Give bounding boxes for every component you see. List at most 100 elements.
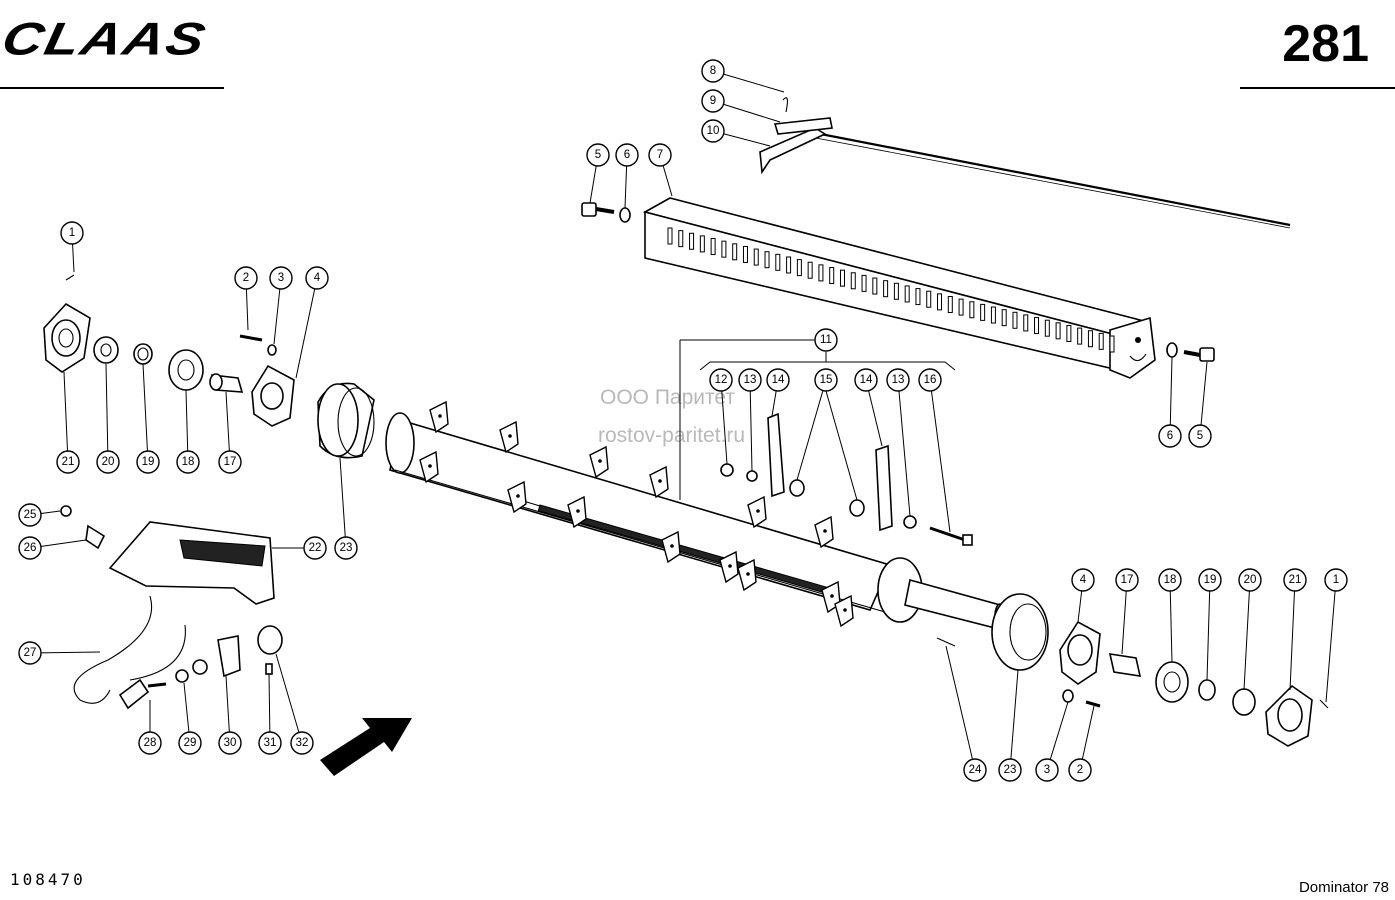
- comb-slot: [742, 245, 748, 263]
- comb-slot: [764, 251, 770, 269]
- left-bearing-stack: [43, 274, 295, 427]
- leader-line: [712, 100, 781, 123]
- callout-number: 14: [772, 374, 785, 386]
- comb-slot: [850, 272, 856, 290]
- flight-rivet: [428, 464, 432, 468]
- comb-slot: [1055, 322, 1061, 340]
- callout-4b: 4: [1071, 568, 1095, 592]
- watermark-url: rostov-paritet.ru: [598, 424, 746, 447]
- watermark-company: ООО Паритет: [600, 386, 736, 409]
- comb-slot: [990, 306, 996, 324]
- callout-18b: 18: [1158, 568, 1182, 592]
- leader-line: [1206, 579, 1211, 681]
- leader-line: [185, 389, 189, 463]
- callout-number: 17: [224, 456, 237, 468]
- comb-slot: [980, 303, 986, 321]
- header-rule-left: [0, 87, 224, 89]
- callout-7: 7: [648, 143, 672, 167]
- comb-slot: [872, 277, 878, 295]
- callout-number: 9: [710, 95, 716, 107]
- comb-slot: [1034, 317, 1040, 335]
- callout-1b: 1: [1324, 568, 1348, 592]
- callout-9: 9: [701, 89, 725, 113]
- callout-10: 10: [701, 119, 725, 143]
- callout-number: 1: [1333, 574, 1339, 586]
- comb-slot: [667, 227, 673, 245]
- comb-slot: [689, 232, 695, 250]
- callout-number: 31: [264, 737, 277, 749]
- comb-slot: [1044, 319, 1050, 337]
- callout-number: 10: [707, 125, 720, 137]
- comb-slot: [1001, 309, 1007, 327]
- callout-16: 16: [918, 368, 942, 392]
- callout-number: 3: [278, 272, 284, 284]
- callout-number: 21: [1289, 574, 1302, 586]
- callout-23a: 23: [334, 536, 358, 560]
- comb-slot: [710, 238, 716, 256]
- callout-number: 19: [142, 456, 155, 468]
- callout-2a: 2: [234, 266, 258, 290]
- leader-line: [1009, 669, 1019, 771]
- callout-20a: 20: [96, 450, 120, 474]
- callout-number: 12: [715, 374, 728, 386]
- comb-slot: [732, 243, 738, 261]
- callout-number: 18: [1164, 574, 1177, 586]
- callout-number: 20: [102, 456, 115, 468]
- callout-number: 1: [69, 227, 75, 239]
- flight-rivet: [438, 414, 442, 418]
- comb-slot: [829, 267, 835, 285]
- leader-line: [825, 390, 858, 501]
- callout-20b: 20: [1238, 568, 1262, 592]
- leader-line: [749, 379, 753, 472]
- callout-number: 21: [62, 456, 75, 468]
- comb-slot: [958, 298, 964, 316]
- callout-25: 25: [18, 503, 42, 527]
- comb-slot: [699, 235, 705, 253]
- comb-slot: [839, 269, 845, 287]
- ring-left: [317, 382, 375, 459]
- header-rule-right: [1240, 87, 1395, 89]
- flight-rivet: [670, 544, 674, 548]
- callout-number: 30: [224, 737, 237, 749]
- callout-19b: 19: [1198, 568, 1222, 592]
- flight-rivet: [746, 572, 750, 576]
- callout-26: 26: [18, 536, 42, 560]
- comb-slot: [883, 280, 889, 298]
- callout-24: 24: [963, 758, 987, 782]
- flight-rivet: [843, 608, 847, 612]
- leader-line: [339, 457, 347, 549]
- callout-1a: 1: [60, 221, 84, 245]
- callout-14b: 14: [854, 368, 878, 392]
- callout-number: 23: [1004, 764, 1017, 776]
- comb-slot: [807, 261, 813, 279]
- comb-slot: [1087, 330, 1093, 348]
- leader-line: [105, 363, 109, 463]
- callout-number: 4: [314, 272, 321, 284]
- comb-slot: [721, 240, 727, 258]
- flight-rivet: [516, 494, 520, 498]
- comb-slot: [786, 256, 792, 274]
- callout-8: 8: [701, 59, 725, 83]
- callout-number: 17: [1121, 574, 1134, 586]
- callout-18a: 18: [176, 450, 200, 474]
- page-number: 281: [1282, 15, 1369, 73]
- flight-rivet: [598, 459, 602, 463]
- leader-line: [796, 379, 827, 481]
- callout-29: 29: [178, 731, 202, 755]
- leader-line: [712, 70, 785, 93]
- comb-bar-slots: [667, 227, 1115, 353]
- comb-slot: [818, 264, 824, 282]
- flight-rivet: [658, 479, 662, 483]
- callout-21b: 21: [1283, 568, 1307, 592]
- callout-number: 29: [184, 737, 197, 749]
- leader-line: [1169, 579, 1173, 663]
- leader-line: [929, 379, 951, 533]
- callout-number: 24: [969, 764, 982, 776]
- leader-line: [945, 645, 976, 771]
- callout-number: 2: [1077, 764, 1083, 776]
- flight-rivet: [576, 509, 580, 513]
- leader-line: [275, 653, 303, 744]
- callout-30: 30: [218, 731, 242, 755]
- right-bearing-stack: [936, 593, 1329, 747]
